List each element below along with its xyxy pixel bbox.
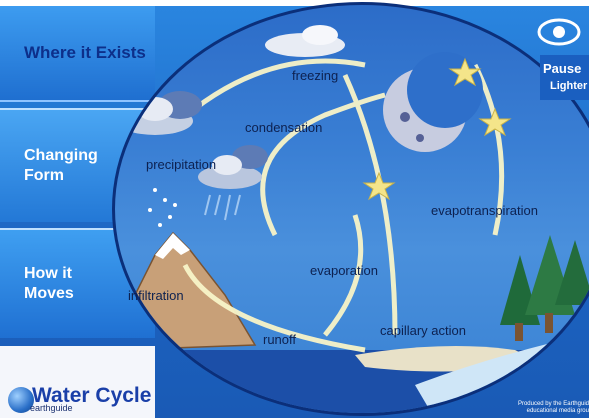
- nav-changing-label: Changing Form: [24, 147, 98, 184]
- controls-panel: [540, 55, 589, 100]
- credit-line-1: Produced by the Earthguid: [517, 401, 589, 407]
- earth-globe-icon: [8, 387, 34, 413]
- evapo-arrow: [472, 63, 505, 236]
- credit-text: Produced by the Earthguid educational me…: [497, 401, 589, 415]
- earthguide-logo-text: earthguide: [30, 403, 73, 413]
- water-cycle-scene: [112, 2, 589, 416]
- capillary-action-label: capillary action: [380, 323, 466, 338]
- star-icon-3: [362, 171, 396, 201]
- credit-line-2: educational media grou: [526, 408, 589, 414]
- evapotranspiration-label: evapotranspiration: [431, 203, 538, 218]
- pause-button[interactable]: Pause: [543, 61, 582, 76]
- cloud-icon-top: [265, 25, 345, 57]
- mountain-snowcap: [155, 233, 190, 259]
- nav-moves-label: How it Moves: [24, 265, 74, 302]
- eye-logo-icon: [537, 18, 581, 46]
- nav-where-it-exists[interactable]: Where it Exists: [0, 6, 155, 102]
- rain-cloud-icon: [148, 145, 268, 227]
- runoff-label: runoff: [263, 332, 297, 347]
- nav-where-label: Where it Exists: [24, 43, 146, 62]
- top-strip: [0, 0, 589, 6]
- ocean-ice: [415, 335, 589, 413]
- freezing-label: freezing: [292, 68, 339, 83]
- infiltration-label: infiltration: [128, 288, 184, 303]
- evaporation-label: evaporation: [310, 263, 378, 278]
- precipitation-label: precipitation: [146, 157, 217, 172]
- evaporation-arrow: [323, 214, 364, 337]
- cloud-icon: [117, 91, 202, 135]
- tree-icon: [500, 235, 589, 341]
- mountain: [115, 231, 257, 351]
- runoff-arrow: [182, 263, 366, 353]
- condensation-label: condensation: [245, 120, 323, 135]
- condensation-arrow: [260, 92, 386, 237]
- lighter-button[interactable]: Lighter: [550, 80, 588, 92]
- star-icon-2: [478, 107, 512, 137]
- star-icon-1: [448, 57, 482, 87]
